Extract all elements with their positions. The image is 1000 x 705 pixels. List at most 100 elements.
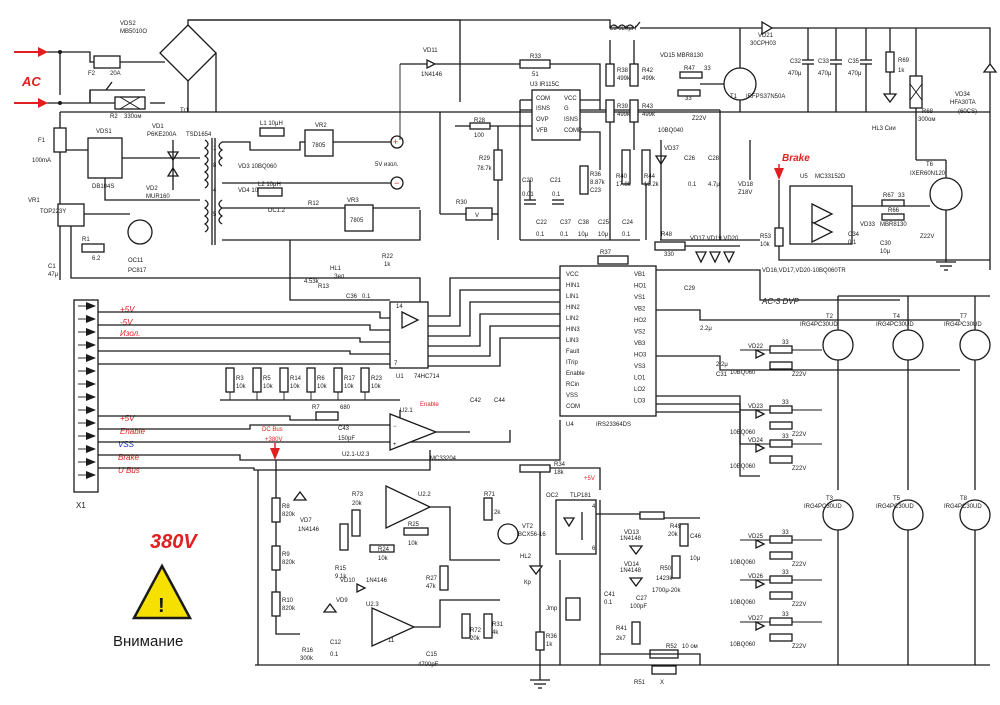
c43-label: C43 [338,426,350,432]
c42-label: C42 [470,398,482,404]
r31-value: 4k [492,630,499,636]
gate-driver-supply: VD11 1N4146 R33 51 [399,48,601,140]
pull-resistor-label: R6 [317,376,325,382]
r10-label: R10 [282,598,294,604]
vr3-label: VR3 [347,198,359,204]
r28-label: R28 [474,118,486,124]
svg-text:−: − [393,424,397,430]
hl2-value: Кр [524,580,531,586]
vds1-label: VDS1 [96,129,112,135]
gate-resistor [769,551,793,560]
svg-text:C23: C23 [590,188,602,194]
svg-text:499k: 499k [642,112,656,118]
r41-label: R41 [616,626,628,632]
vd11-value: 1N4146 [421,72,443,78]
pull-resistor-value: 10k [263,384,274,390]
svg-text:R38: R38 [617,68,629,74]
ubus-label: U Bus [118,466,140,475]
r72-label: R72 [470,628,482,634]
svg-text:V: V [475,213,479,219]
vd13-value: 1N4148 [620,536,642,542]
gate-resistor [769,575,793,584]
mc33204-label: MC33204 [430,456,457,462]
svg-text:2.2μ: 2.2μ [716,362,728,368]
gate-zener-value: Z22V [792,432,806,438]
ic-u4 [559,265,657,417]
igbt-t3 [822,499,854,531]
pull-resistor [333,367,343,393]
u4-pin-left: RCin [566,382,579,388]
f2-value: 20A [110,71,121,77]
r68-label: R68 [922,109,934,115]
resistor-r69 [885,51,895,73]
c15-value: 4700pF [418,662,439,668]
svg-text:C37: C37 [560,220,572,226]
svg-text:COMP: COMP [564,128,582,134]
connector-pin-arrow [86,341,96,349]
pull-resistor [279,367,289,393]
z22v-brake: Z22V [920,234,934,240]
r31-label: R31 [492,622,504,628]
t4-value: IRG4PC30UD [876,322,914,328]
top-label: TOP223Y [40,209,66,215]
vd15-label: VD15 MBR8130 [660,53,704,59]
svg-text:R36: R36 [590,172,602,178]
ic-vr1 [57,203,85,227]
svg-text:C1: C1 [48,264,56,270]
t7-value: IRG4PC30UD [944,322,982,328]
r8-label: R8 [282,504,290,510]
gate-resistor [769,421,793,430]
pull-resistor-label: R14 [290,376,302,382]
gate-resistor [769,361,793,370]
gate-resistor-value: 33 [782,530,789,536]
vd34-label: VD34 [955,92,971,98]
r9-value: 820k [282,560,296,566]
c34-label: C34 [848,232,860,238]
r13-value: 4.53k [304,279,320,285]
pfc-switch: R38 499k R39 499k R42 499k R43 499k R40 … [605,20,785,241]
vt2-value: BCX56-16 [518,532,546,538]
connector-pins [78,302,96,479]
r16-value: 300k [300,656,314,662]
c44-label: C44 [494,398,506,404]
svg-text:499k: 499k [617,76,631,82]
pc817-label: PC817 [128,268,147,274]
r1-label: R1 [82,237,90,243]
svg-text:VD3 10BQ060: VD3 10BQ060 [238,164,277,170]
pull-resistor-label: R23 [371,376,383,382]
u4-pin-right: VB2 [634,307,646,313]
svg-text:8: 8 [213,163,217,169]
p6ke-label: P6KE200A [147,132,176,138]
tlp-label: TLP181 [570,493,592,499]
svg-text:Z22V: Z22V [692,116,706,122]
u4-value: IRS23364DS [596,422,631,428]
gate-diode-label: VD26 [748,574,764,580]
r28-value: 100 [474,133,485,139]
connector-pin-arrow [86,354,96,362]
gate-resistor [769,535,793,544]
vd17-label: VD17 VD19 VD20 [690,236,739,242]
resistor-r25 [403,527,429,536]
r36-value: 1k [546,642,553,648]
svg-text:0.1: 0.1 [552,192,561,198]
brake-label-top: Brake [782,153,810,164]
u4-pin-left: HIN1 [566,283,580,289]
r25-value: 10k [408,541,419,547]
c15-label: C15 [426,652,438,658]
r72-value: 20k [470,636,481,642]
hl1-value: Зел [334,274,345,280]
f2-label: F2 [88,71,96,77]
enable-top-label: Enable [420,402,439,408]
bootstrap-diodes: R48 330 VD17 VD19 VD20 VD16,VD17,VD20-10… [597,232,846,274]
svg-text:7: 7 [394,361,398,367]
gate-diode-label: VD24 [748,438,764,444]
igbt-t5 [892,499,924,531]
gate-resistor [769,617,793,626]
u4-pin-right: VS3 [634,364,646,370]
gate-diode-value: 10BQ060 [730,560,756,566]
led-hl2 [528,565,544,576]
svg-text:R42: R42 [642,68,654,74]
connector-pin-arrow [86,458,96,466]
t8-label: T8 [960,496,968,502]
